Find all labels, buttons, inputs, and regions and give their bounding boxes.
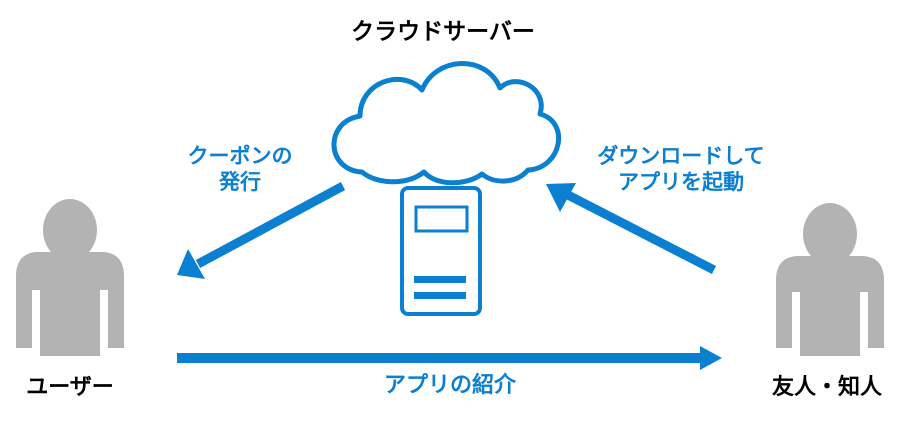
server-title: クラウドサーバー [351,19,535,45]
friend-label: 友人・知人 [771,375,882,400]
introduce-label: アプリの紹介 [383,373,516,398]
friend-person-icon [776,203,884,356]
download-label-line2: アプリを起動 [618,170,744,195]
download-label: ダウンロードして アプリを起動 [576,143,786,196]
coupon-label: クーポンの 発行 [160,143,320,196]
coupon-label-line1: クーポンの [187,144,293,168]
user-label: ユーザー [26,375,114,400]
server-icon [400,186,482,316]
user-person-icon [16,199,124,356]
download-label-line1: ダウンロードして [597,144,765,168]
cloud-icon [331,61,561,186]
introduce-arrow [177,346,722,370]
coupon-arrow [177,182,346,279]
download-arrow [546,183,717,275]
coupon-label-line2: 発行 [219,170,261,195]
